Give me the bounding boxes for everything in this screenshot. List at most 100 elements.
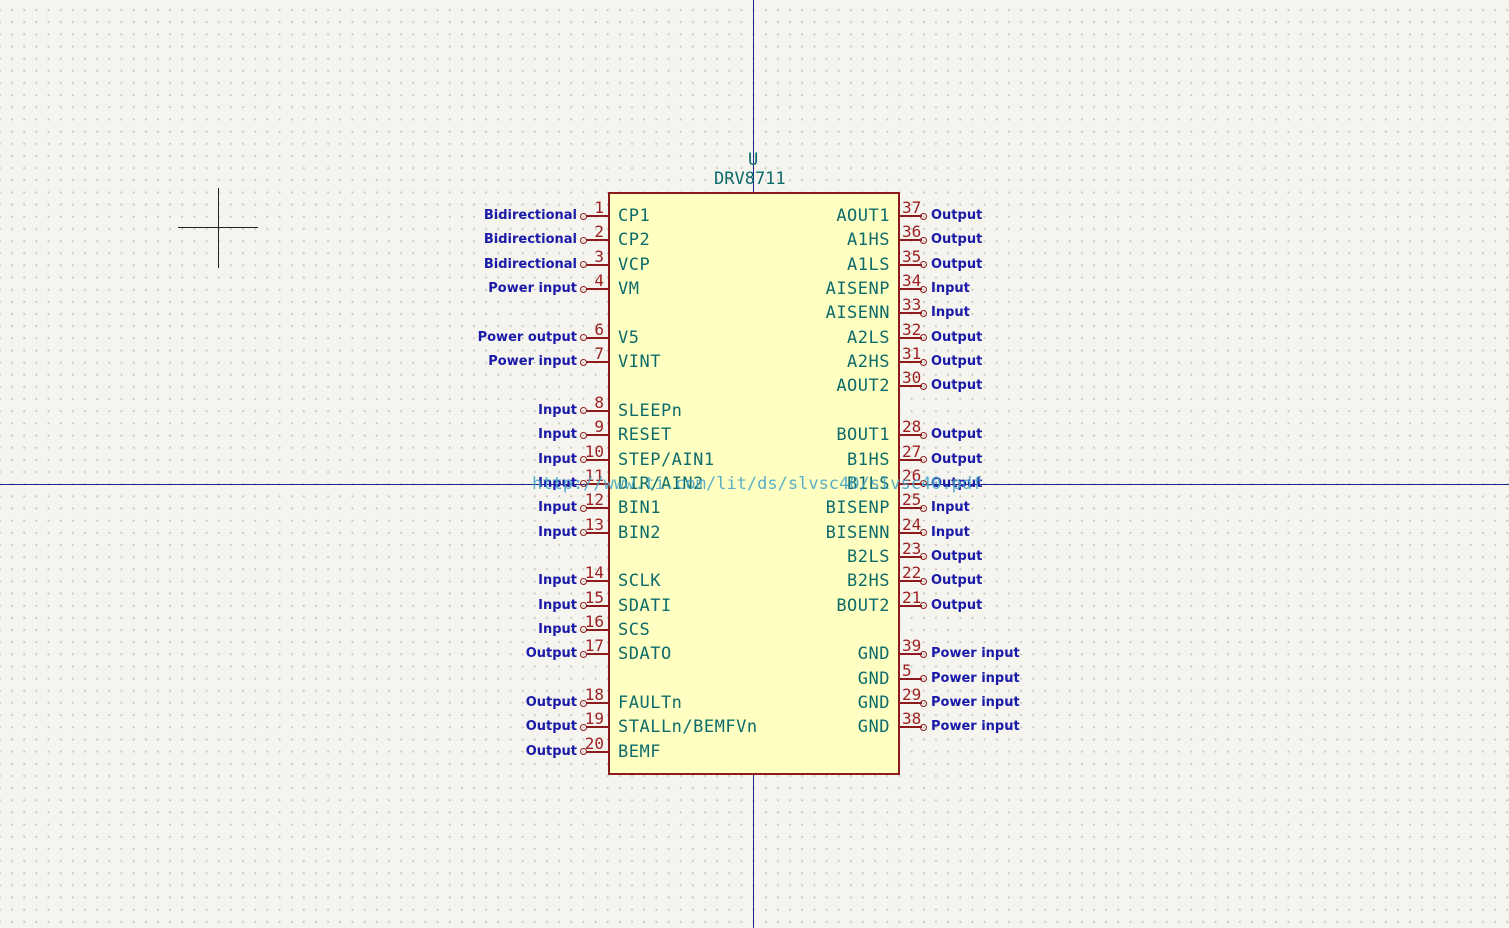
- pin-name: B1HS: [847, 449, 890, 470]
- pin-connection-point[interactable]: [920, 504, 927, 512]
- pin-electrical-type: Bidirectional: [483, 208, 577, 223]
- pin-name: SLEEPn: [618, 400, 683, 421]
- pin-connection-point[interactable]: [920, 553, 927, 561]
- pin-connection-point[interactable]: [920, 261, 927, 269]
- pin-name: GND: [857, 644, 890, 665]
- pin-connection-point[interactable]: [920, 382, 927, 390]
- pin-connection-point[interactable]: [580, 431, 587, 439]
- pin-connection-point[interactable]: [920, 358, 927, 366]
- pin-connection-point[interactable]: [580, 456, 587, 463]
- pin-name: FAULTn: [618, 693, 683, 713]
- pin-connection-point[interactable]: [580, 261, 587, 269]
- pin-connection-point[interactable]: [920, 577, 927, 585]
- pin-line: [586, 702, 608, 704]
- pin-number: 20: [584, 733, 604, 753]
- pin-electrical-type: Output: [931, 232, 983, 248]
- pin-connection-point[interactable]: [920, 480, 927, 488]
- pin-name: BIN2: [618, 522, 661, 543]
- pin-name: CP1: [618, 206, 651, 226]
- pin-connection-point[interactable]: [580, 626, 587, 634]
- pin-connection-point[interactable]: [580, 358, 587, 366]
- pin-name: BOUT1: [836, 425, 890, 446]
- pin-line: [900, 507, 922, 510]
- pin-electrical-type: Power input: [931, 719, 1020, 735]
- crosshair-cursor-v: [218, 188, 219, 268]
- pin-connection-point[interactable]: [920, 236, 927, 244]
- pin-electrical-type: Output: [931, 451, 983, 467]
- pin-number: 3: [594, 246, 604, 266]
- pin-electrical-type: Output: [931, 329, 983, 345]
- pin-electrical-type: Output: [931, 354, 983, 370]
- pin-connection-point[interactable]: [580, 212, 587, 220]
- pin-electrical-type: Power input: [931, 695, 1020, 710]
- pin-electrical-type: Input: [931, 500, 970, 516]
- pin-connection-point[interactable]: [580, 334, 587, 342]
- pin-connection-point[interactable]: [580, 285, 587, 293]
- pin-name: RESET: [618, 425, 672, 446]
- pin-line: [900, 604, 922, 607]
- pin-line: [586, 263, 608, 266]
- pin-name: AISENN: [825, 303, 890, 324]
- pin-connection-point[interactable]: [920, 456, 927, 463]
- pin-connection-point[interactable]: [580, 723, 587, 731]
- pin-name: A1LS: [847, 254, 890, 275]
- pin-connection-point[interactable]: [580, 529, 587, 537]
- pin-connection-point[interactable]: [580, 480, 587, 488]
- pin-line: [586, 458, 608, 461]
- pin-connection-point[interactable]: [580, 504, 587, 512]
- pin-connection-point[interactable]: [920, 650, 927, 658]
- pin-electrical-type: Input: [538, 500, 577, 516]
- pin-connection-point[interactable]: [580, 650, 587, 658]
- pin-name: BEMF: [618, 741, 661, 762]
- pin-line: [900, 458, 922, 461]
- symbol-value[interactable]: DRV8711: [714, 169, 786, 189]
- pin-line: [586, 628, 608, 631]
- pin-electrical-type: Input: [538, 402, 577, 418]
- pin-electrical-type: Output: [931, 475, 983, 491]
- pin-electrical-type: Output: [525, 743, 577, 759]
- pin-name: STEP/AIN1: [618, 449, 715, 470]
- pin-line: [586, 239, 608, 242]
- pin-connection-point[interactable]: [920, 723, 927, 731]
- pin-connection-point[interactable]: [920, 602, 927, 610]
- pin-connection-point[interactable]: [580, 236, 587, 244]
- pin-electrical-type: Output: [525, 646, 577, 662]
- pin-connection-point[interactable]: [580, 407, 587, 415]
- pin-electrical-type: Input: [538, 524, 577, 540]
- pin-connection-point[interactable]: [580, 748, 587, 756]
- pin-electrical-type: Power input: [488, 281, 577, 297]
- symbol-reference[interactable]: U: [748, 150, 759, 170]
- pin-connection-point[interactable]: [580, 699, 587, 707]
- pin-connection-point[interactable]: [920, 431, 927, 439]
- pin-connection-point[interactable]: [580, 602, 587, 610]
- pin-connection-point[interactable]: [920, 699, 927, 707]
- pin-line: [900, 215, 922, 217]
- pin-connection-point[interactable]: [920, 212, 927, 220]
- pin-connection-point[interactable]: [920, 675, 927, 683]
- pin-number: 4: [594, 271, 604, 291]
- pin-number: 37: [902, 198, 922, 217]
- pin-connection-point[interactable]: [580, 577, 587, 585]
- pin-electrical-type: Input: [538, 573, 577, 589]
- pin-name: AOUT2: [836, 376, 890, 397]
- pin-name: BOUT2: [836, 595, 890, 616]
- pin-name: BISENN: [825, 522, 890, 543]
- pin-connection-point[interactable]: [920, 285, 927, 293]
- symbol-body[interactable]: [608, 192, 900, 775]
- pin-number: 17: [584, 636, 604, 656]
- pin-number: 18: [584, 685, 604, 704]
- pin-number: 23: [902, 538, 922, 558]
- pin-electrical-type: Power input: [488, 354, 577, 370]
- pin-line: [586, 726, 608, 729]
- pin-electrical-type: Power output: [477, 329, 577, 345]
- pin-electrical-type: Input: [538, 427, 577, 443]
- pin-number: 24: [902, 514, 922, 534]
- pin-electrical-type: Input: [538, 597, 577, 613]
- pin-number: 39: [902, 636, 922, 656]
- pin-connection-point[interactable]: [920, 309, 927, 317]
- pin-connection-point[interactable]: [920, 334, 927, 342]
- pin-name: SDATI: [618, 595, 672, 616]
- pin-number: 7: [594, 344, 604, 364]
- pin-connection-point[interactable]: [920, 529, 927, 537]
